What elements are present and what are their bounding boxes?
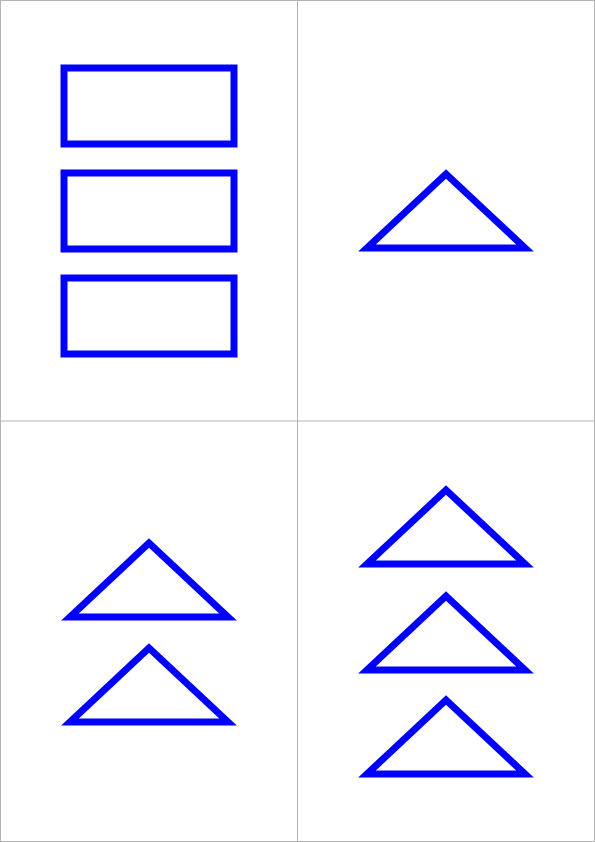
rectangle-shape: [60, 64, 238, 148]
triangle-shape: [61, 643, 237, 726]
triangle-shape: [358, 695, 534, 778]
triangle-shape: [358, 591, 534, 674]
triangle-shape: [358, 169, 534, 252]
triangle-shape: [61, 538, 237, 621]
rectangle-shape: [60, 169, 238, 253]
rectangle-shape: [60, 274, 238, 358]
triangle-shape: [358, 485, 534, 568]
